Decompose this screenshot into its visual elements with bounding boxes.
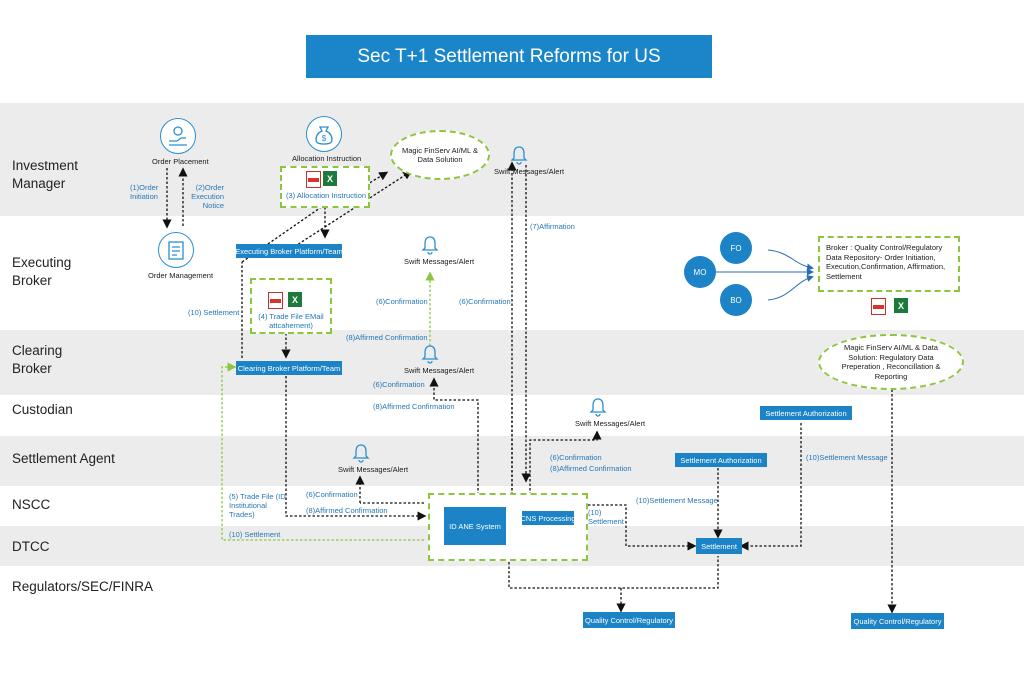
settlement-10-dtcc-label: (10) Settlement [229, 530, 281, 539]
cns-processing: CNS Processing [522, 511, 574, 525]
qc-regulatory-left: Quality Control/Regulatory [583, 612, 675, 628]
excel-icon: X [288, 292, 302, 307]
order-initiation-label: (1)Order Initiation [130, 183, 159, 201]
magic-finserv-right-label: Magic FinServ AI/ML & Data Solution: Reg… [841, 343, 941, 381]
bell-icon [589, 398, 607, 417]
broker-qc-box: Broker : Quality Control/Regulatory Data… [818, 236, 960, 292]
confirmation-label-eb2: (6)Confirmation [459, 297, 511, 306]
excel-icon: X [894, 298, 908, 313]
magic-finserv-top: Magic FinServ AI/ML & Data Solution [390, 130, 490, 180]
order-placement-label: Order Placement [152, 157, 209, 166]
mo-node: MO [684, 256, 716, 288]
affirmed-confirmation-label-sa: (8)Affirmed Confirmation [550, 464, 632, 473]
bell-icon [421, 345, 439, 364]
settlement-authorization-agent: Settlement Authorization [675, 453, 767, 467]
pdf-icon [306, 171, 321, 188]
broker-qc-label: Broker : Quality Control/Regulatory Data… [826, 243, 946, 281]
affirmed-confirmation-label-nscc: (8)Affirmed Confirmation [306, 506, 388, 515]
settlement-authorization-custodian: Settlement Authorization [760, 406, 852, 420]
magic-finserv-right: Magic FinServ AI/ML & Data Solution: Reg… [818, 334, 964, 390]
bell-icon [421, 236, 439, 255]
settlement-10-eb-label: (10) Settlement [188, 308, 240, 317]
settlement-box: Settlement [696, 538, 742, 554]
lane-label-executing-broker: Executing Broker [12, 255, 72, 288]
clearing-broker-platform: Clearing Broker Platform/Team [236, 361, 342, 375]
swift-label-im: Swift Messages/Alert [494, 167, 565, 176]
nscc-processing-box: ID ANE System CNS Processing [428, 493, 588, 561]
allocation-instruction-box: X (3) Allocation Instruction [280, 166, 370, 208]
magic-finserv-top-label: Magic FinServ AI/ML & Data Solution [402, 145, 478, 165]
pdf-icon [268, 292, 283, 309]
swift-label-cust: Swift Messages/Alert [575, 419, 646, 428]
settlement-message-label-cust: (10)Settlement Message [806, 453, 888, 462]
settlement-message-label-nscc: (10)Settlement Message [636, 496, 718, 505]
swift-label-eb: Swift Messages/Alert [404, 257, 475, 266]
settlement-10-nscc-label: (10) Settlement [588, 508, 624, 526]
lane-label-regulators: Regulators/SEC/FINRA [12, 579, 154, 594]
allocation-instruction-label: Allocation Instruction [292, 154, 362, 163]
excel-icon: X [323, 171, 337, 186]
affirmed-confirmation-label-cust: (8)Affirmed Confirmation [373, 402, 455, 411]
lane-label-settlement-agent: Settlement Agent [12, 451, 115, 466]
trade-file-box: X (4) Trade File EMail attcahement) [250, 278, 332, 334]
confirmation-label-cb: (6)Confirmation [373, 380, 425, 389]
swift-label-cb: Swift Messages/Alert [404, 366, 475, 375]
lane-label-nscc: NSCC [12, 497, 51, 512]
money-bag-icon: $ [306, 116, 342, 152]
trade-file-label: (4) Trade File EMail attcahement) [258, 312, 324, 330]
order-management-label: Order Management [148, 271, 214, 280]
qc-regulatory-right: Quality Control/Regulatory [851, 613, 944, 629]
order-execution-notice-label: (2)Order Execution Notice [191, 183, 224, 210]
allocation-instruction-box-label: (3) Allocation Instruction [286, 191, 367, 200]
swift-label-sa: Swift Messages/Alert [338, 465, 409, 474]
affirmed-confirmation-label-cb: (8)Affirmed Confirmation [346, 333, 428, 342]
lane-label-investment-manager: Investment Manager [12, 158, 79, 191]
bo-node: BO [720, 284, 752, 316]
fo-node: FO [720, 232, 752, 264]
confirmation-label-eb: (6)Confirmation [376, 297, 428, 306]
order-placement-icon [160, 118, 196, 154]
svg-text:$: $ [322, 134, 327, 143]
bell-icon [510, 146, 528, 165]
order-management-icon [158, 232, 194, 268]
pdf-icon [871, 298, 886, 315]
lane-label-custodian: Custodian [12, 402, 73, 417]
lane-label-dtcc: DTCC [12, 539, 50, 554]
executing-broker-platform: Executing Broker Platform/Team [236, 244, 342, 258]
page-title: Sec T+1 Settlement Reforms for US [306, 35, 712, 78]
confirmation-label-sa: (6)Confirmation [550, 453, 602, 462]
affirmation-label: (7)Affirmation [530, 222, 575, 231]
trade-file-5-label: (5) Trade File (ID Institutional Trades) [229, 492, 286, 519]
bell-icon [352, 444, 370, 463]
id-ane-system: ID ANE System [444, 507, 506, 545]
lane-label-clearing-broker: Clearing Broker [12, 343, 63, 376]
confirmation-label-nscc: (6)Confirmation [306, 490, 358, 499]
